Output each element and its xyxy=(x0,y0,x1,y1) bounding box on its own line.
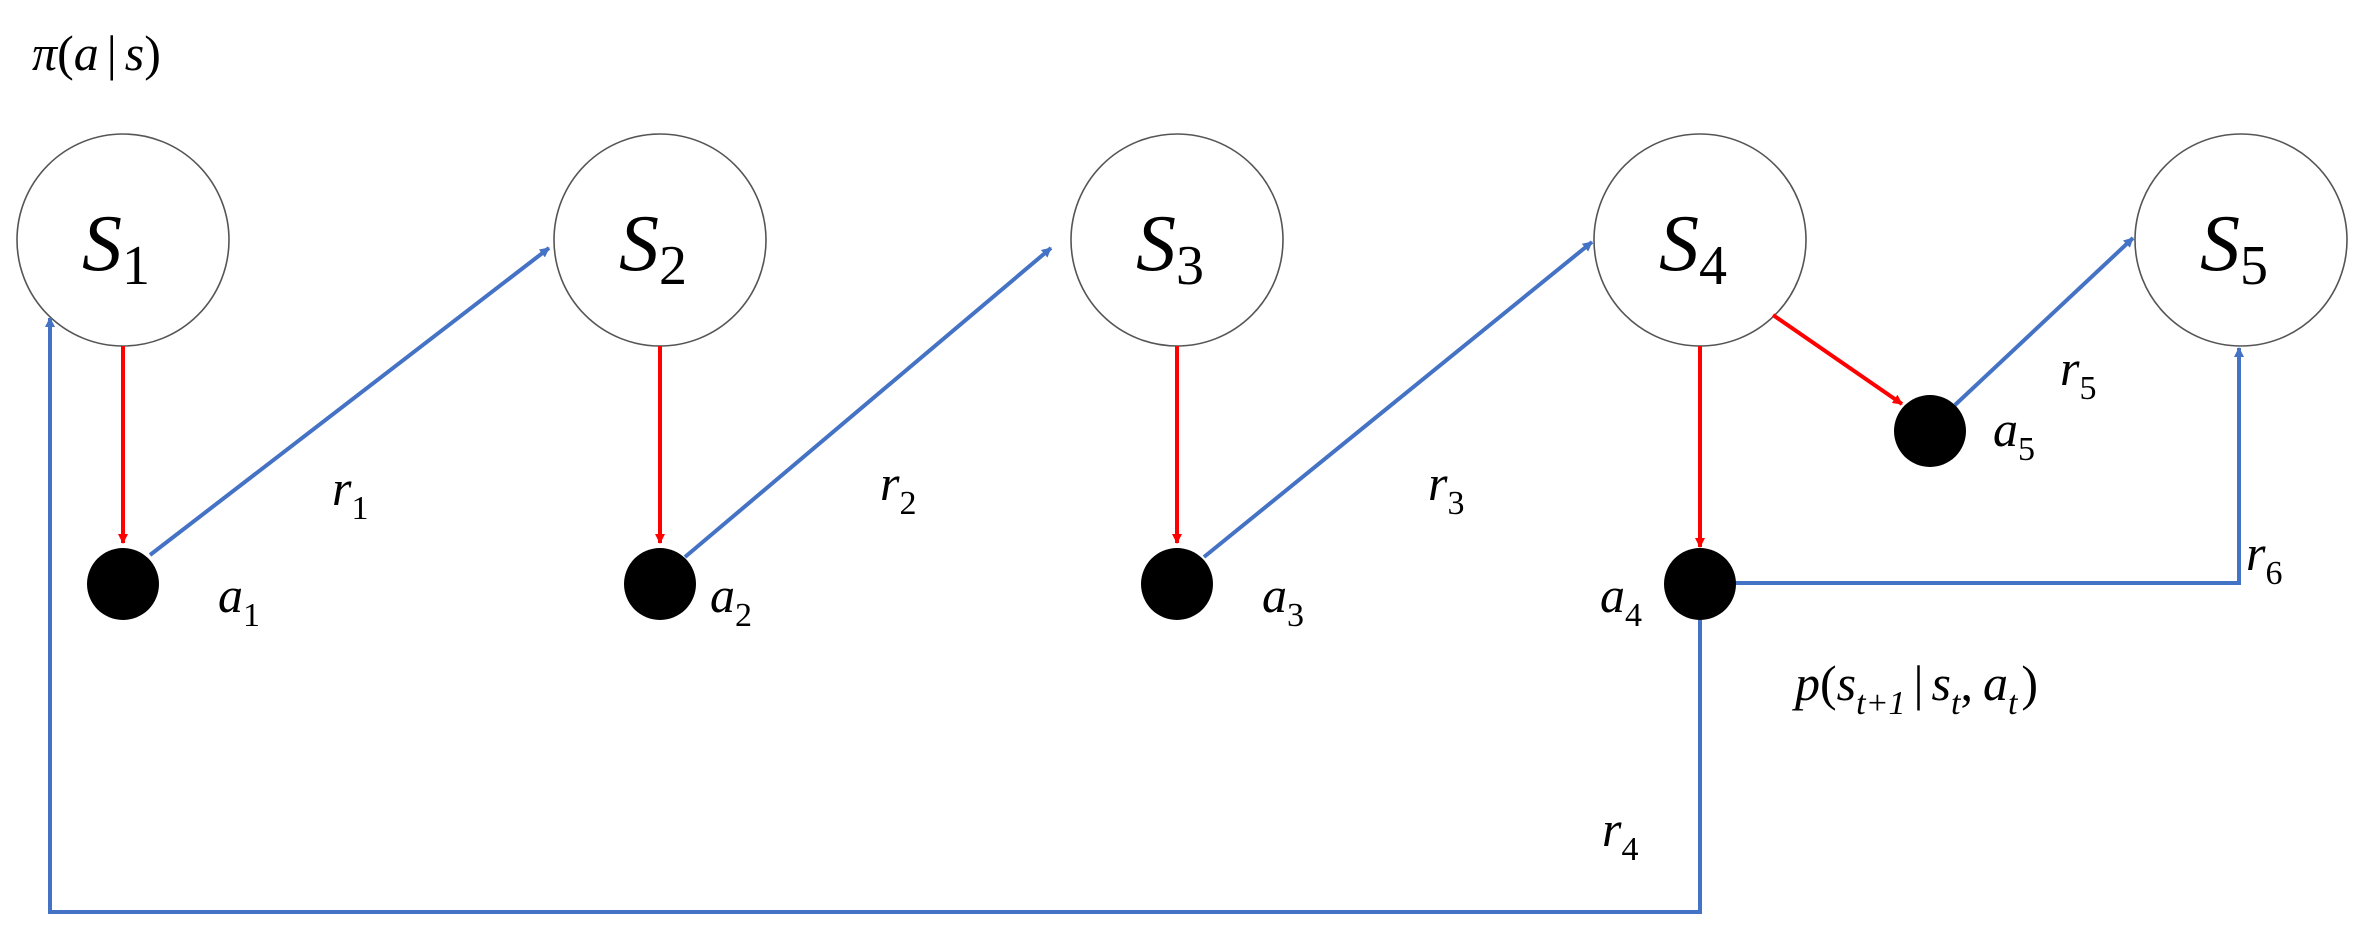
action-label-5: a5 xyxy=(1993,401,2035,468)
svg-text:S1: S1 xyxy=(82,200,150,297)
policy-open-paren: ( xyxy=(57,25,74,81)
svg-text:S2: S2 xyxy=(619,200,687,297)
state-index: 4 xyxy=(1699,235,1727,297)
reward-label-6: r6 xyxy=(2246,525,2282,592)
action-dot-2 xyxy=(624,548,696,620)
transition-line-3 xyxy=(1202,240,1594,559)
state-letter: S xyxy=(619,200,659,288)
reward-label-3: r3 xyxy=(1428,455,1464,522)
reward-label-2: r2 xyxy=(880,455,916,522)
action-dot-1 xyxy=(87,548,159,620)
state-index: 3 xyxy=(1176,235,1204,297)
action-dot-3 xyxy=(1141,548,1213,620)
action-label-2: a2 xyxy=(710,567,752,634)
transition-line-2 xyxy=(683,246,1053,559)
state-node-2: S2 xyxy=(553,133,767,347)
reward-label-5: r5 xyxy=(2060,340,2096,407)
action-dot-5 xyxy=(1894,395,1966,467)
policy-pi: π xyxy=(32,25,59,81)
reward-label-1: r1 xyxy=(332,460,368,527)
state-index: 2 xyxy=(659,235,687,297)
transition-line-6 xyxy=(1733,347,2244,585)
transition-line-4 xyxy=(45,317,1702,914)
transition-line-5 xyxy=(1953,236,2135,407)
state-index: 1 xyxy=(122,235,150,297)
state-index: 5 xyxy=(2240,235,2268,297)
policy-action: a xyxy=(74,25,99,81)
action-label-1: a1 xyxy=(218,567,260,634)
svg-text:S5: S5 xyxy=(2200,200,2268,297)
action-dot-4 xyxy=(1664,548,1736,620)
reward-label-4: r4 xyxy=(1602,801,1638,868)
state-letter: S xyxy=(1659,200,1699,288)
state-node-5: S5 xyxy=(2134,133,2348,347)
transition-formula: p(st+1|st,at) xyxy=(1792,655,2038,722)
policy-arrow-5 xyxy=(1771,313,1904,406)
action-label-4: a4 xyxy=(1600,567,1642,634)
policy-close-paren: ) xyxy=(144,25,161,81)
svg-text:S4: S4 xyxy=(1659,200,1727,297)
svg-text:S3: S3 xyxy=(1136,200,1204,297)
state-node-3: S3 xyxy=(1070,133,1284,347)
policy-state: s xyxy=(125,25,144,81)
state-node-4: S4 xyxy=(1593,133,1807,347)
state-letter: S xyxy=(1136,200,1176,288)
action-label-3: a3 xyxy=(1262,567,1304,634)
state-letter: S xyxy=(82,200,122,288)
state-letter: S xyxy=(2200,200,2240,288)
policy-formula: π(a|s) xyxy=(32,25,161,81)
state-node-1: S1 xyxy=(16,133,230,347)
transition-line-1 xyxy=(148,246,551,557)
policy-bar: | xyxy=(107,25,117,81)
